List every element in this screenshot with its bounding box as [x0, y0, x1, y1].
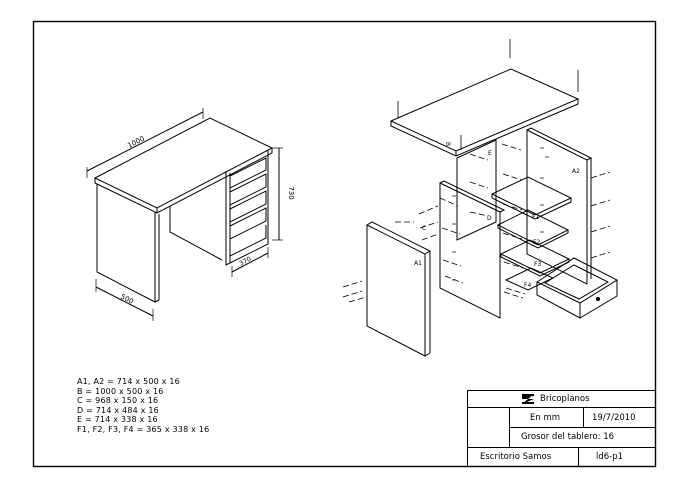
label-a2: A2	[572, 168, 580, 175]
part-a2-panel	[526, 129, 588, 285]
drawing-date: 19/7/2010	[592, 413, 636, 423]
drawer-box	[535, 257, 619, 319]
drawer-1	[229, 157, 267, 189]
drawer-2	[229, 173, 267, 206]
dimension-width-line	[86, 111, 204, 172]
label-f3: F3	[534, 261, 541, 268]
drawer-4	[229, 207, 267, 240]
dimension-depth-line	[95, 286, 154, 317]
label-d: D	[487, 215, 492, 222]
desk-modesty-panel	[169, 206, 223, 261]
dimension-depth-label: 500	[119, 293, 135, 306]
part-f1-shelf	[490, 176, 573, 216]
parts-list-item: D = 714 x 484 x 16	[77, 405, 159, 415]
drawing-id: ld6-p1	[596, 452, 624, 462]
dimension-drawer-width-label: 370	[238, 255, 253, 268]
assembled-desk-view	[86, 108, 283, 321]
part-d-panel	[439, 182, 501, 319]
parts-list-item: F1, F2, F3, F4 = 365 x 338 x 16	[77, 424, 210, 434]
label-c: C	[422, 225, 426, 232]
part-e-panel	[456, 139, 497, 241]
label-a1: A1	[414, 260, 422, 267]
label-f4: F4	[524, 282, 531, 289]
drawing-frame	[32, 20, 657, 468]
parts-list-item: B = 1000 x 500 x 16	[77, 386, 164, 396]
exploded-view	[342, 39, 619, 357]
desk-top-board	[93, 117, 274, 209]
parts-list-item: E = 714 x 338 x 16	[77, 415, 158, 425]
parts-list: A1, A2 = 714 x 500 x 16 B = 1000 x 500 x…	[77, 377, 209, 435]
project-name: Escritorio Samos	[480, 452, 552, 462]
bricoplanos-logo-icon	[522, 394, 534, 404]
label-f2: F2	[533, 239, 540, 246]
desk-left-panel	[96, 184, 156, 303]
label-e: E	[488, 150, 492, 157]
drawer-3	[229, 190, 267, 223]
dimension-height-label: 730	[287, 186, 295, 199]
label-f1: F1	[532, 214, 539, 221]
dimension-drawer-width-line	[231, 252, 269, 273]
label-b: B	[444, 142, 451, 146]
parts-list-item: A1, A2 = 714 x 500 x 16	[77, 377, 180, 386]
title-block	[467, 390, 656, 467]
desk-drawer-cabinet	[225, 150, 269, 266]
board-thickness: Grosor del tablero: 16	[521, 432, 615, 442]
units-label: En mm	[530, 413, 561, 423]
dimension-width-label: 1000	[126, 135, 146, 150]
company-name: Bricoplanos	[540, 394, 590, 404]
parts-list-item: C = 968 x 150 x 16	[77, 396, 159, 406]
